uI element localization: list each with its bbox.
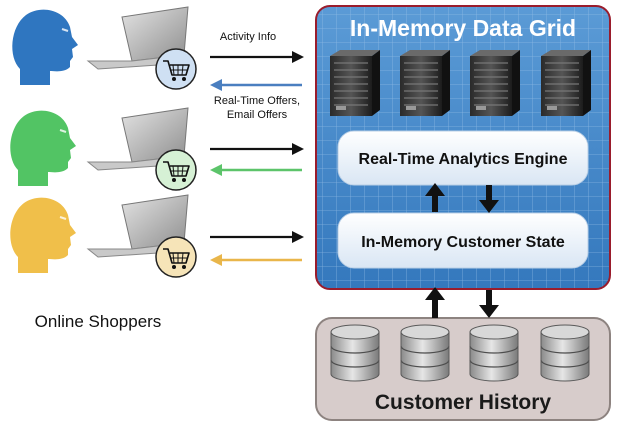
shoppers-group xyxy=(10,6,304,278)
analytics-engine-label: Real-Time Analytics Engine xyxy=(359,151,568,168)
customer-history-panel xyxy=(315,317,611,421)
down-arrow-analytics-to-state xyxy=(479,185,499,213)
shopping-cart-icon xyxy=(155,236,197,278)
offers-label-line2: Email Offers xyxy=(227,109,288,121)
server-icon xyxy=(470,50,520,116)
server-icon xyxy=(400,50,450,116)
silhouette-head-icon xyxy=(12,9,79,86)
silhouette-head-icon xyxy=(10,110,77,186)
server-icon xyxy=(541,50,591,116)
data-grid-title: In-Memory Data Grid xyxy=(350,15,576,41)
activity-info-label: Activity Info xyxy=(220,31,276,43)
silhouette-head-icon xyxy=(10,197,77,273)
shopper-row xyxy=(12,6,304,91)
customer-state-box xyxy=(337,212,589,269)
shopping-cart-icon xyxy=(155,48,197,90)
up-arrow-state-to-analytics xyxy=(425,183,445,212)
database-icon xyxy=(330,324,380,382)
server-group xyxy=(330,50,591,116)
in-memory-data-grid: In-Memory Data Grid Real-Time Analytics … xyxy=(315,5,611,290)
internal-arrows xyxy=(425,183,499,318)
customer-history: Customer History xyxy=(315,317,611,421)
server-icon xyxy=(330,50,380,116)
customer-history-title: Customer History xyxy=(375,391,552,414)
shopper-row xyxy=(10,107,304,191)
offers-label-line1: Real-Time Offers, xyxy=(214,95,300,107)
database-icon xyxy=(400,324,450,382)
database-group xyxy=(330,324,590,382)
database-icon xyxy=(469,324,519,382)
online-shoppers-label: Online Shoppers xyxy=(35,312,162,331)
database-icon xyxy=(540,324,590,382)
customer-state-label: In-Memory Customer State xyxy=(361,234,565,251)
down-arrow-grid-to-history xyxy=(479,290,499,318)
up-arrow-history-to-grid xyxy=(425,287,445,318)
shopper-row xyxy=(10,194,304,278)
shopping-cart-icon xyxy=(155,149,197,191)
analytics-engine-box xyxy=(337,130,589,186)
